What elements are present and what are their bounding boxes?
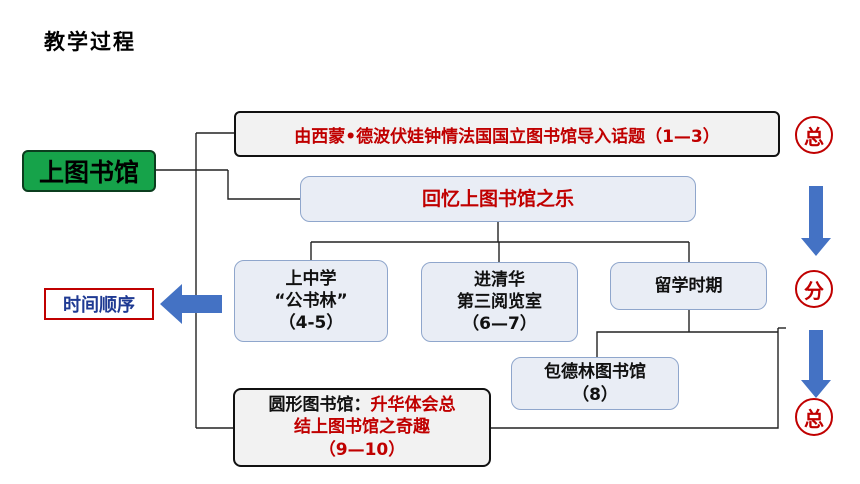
stage4-connector: [596, 331, 689, 357]
stage2-line1: 进清华: [474, 269, 525, 290]
stage-abroad-node: 留学时期: [610, 262, 767, 310]
stage2-line2: 第三阅览室: [457, 291, 542, 312]
summary-line2: 结上图书馆之奇趣: [294, 417, 430, 438]
stage2-line3: （6—7）: [462, 314, 537, 335]
time-order-label: 时间顺序: [44, 288, 154, 320]
summary-line3: （9—10）: [318, 439, 406, 460]
summary-line1: 圆形图书馆：升华体会总: [269, 394, 456, 416]
stage4-line2: （8）: [572, 384, 618, 405]
down-arrow-1: [801, 186, 831, 256]
left-arrow: [160, 284, 222, 324]
marker-total-top: 总: [795, 116, 833, 154]
summary-node: 圆形图书馆：升华体会总 结上图书馆之奇趣 （9—10）: [233, 388, 491, 467]
stage1-line1: 上中学: [285, 268, 337, 289]
stage1-line2: “公书林”: [274, 290, 348, 311]
intro-node: 由西蒙•德波伏娃钟情法国国立图书馆导入话题（1—3）: [234, 111, 780, 157]
stage-tsinghua-node: 进清华 第三阅览室 （6—7）: [421, 262, 578, 342]
stage3-line1: 留学时期: [654, 275, 723, 296]
stage-middle-school-node: 上中学 “公书林” （4-5）: [234, 260, 388, 342]
recall-label: 回忆上图书馆之乐: [421, 187, 574, 210]
stage1-line3: （4-5）: [278, 313, 344, 334]
down-arrow-2: [801, 330, 831, 398]
recall-connector: [227, 170, 300, 200]
root-node: 上图书馆: [22, 150, 156, 192]
page-heading: 教学过程: [44, 29, 136, 54]
stage-bodleian-node: 包德林图书馆 （8）: [511, 357, 679, 410]
marker-part: 分: [795, 270, 833, 308]
stage4-line1: 包德林图书馆: [544, 362, 646, 383]
summary-line1-red: 升华体会总: [370, 395, 456, 416]
summary-line1-black: 圆形图书馆：: [268, 395, 371, 416]
marker-total-bottom: 总: [795, 398, 833, 436]
bracket-connector: [491, 328, 779, 429]
recall-node: 回忆上图书馆之乐: [300, 176, 696, 222]
